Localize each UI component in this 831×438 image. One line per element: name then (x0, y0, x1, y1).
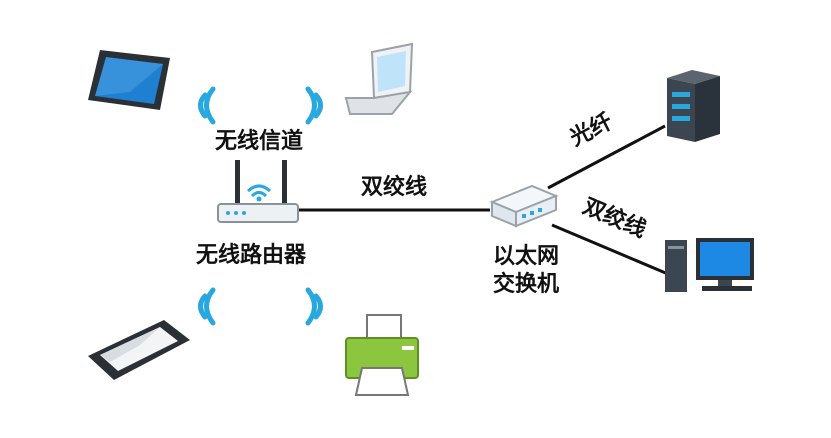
desktop-pc-icon (665, 238, 754, 292)
phone-icon (88, 320, 190, 380)
wireless-channel-label: 无线信道 (215, 129, 304, 154)
switch-pc-link (551, 223, 669, 276)
twisted-pair-label-router-switch: 双绞线 (361, 175, 428, 200)
wireless-router-label: 无线路由器 (196, 243, 307, 268)
printer-icon (345, 314, 419, 396)
laptop-icon (344, 42, 414, 115)
switch-server-link (547, 124, 666, 190)
ethernet-switch-label-line1: 以太网 (493, 244, 560, 269)
switch-icon (489, 184, 559, 228)
router-icon (217, 160, 299, 223)
wifi-icon (198, 86, 323, 326)
ethernet-switch-label-line2: 交换机 (493, 272, 560, 297)
tablet-icon (88, 50, 170, 110)
server-icon (667, 70, 720, 142)
